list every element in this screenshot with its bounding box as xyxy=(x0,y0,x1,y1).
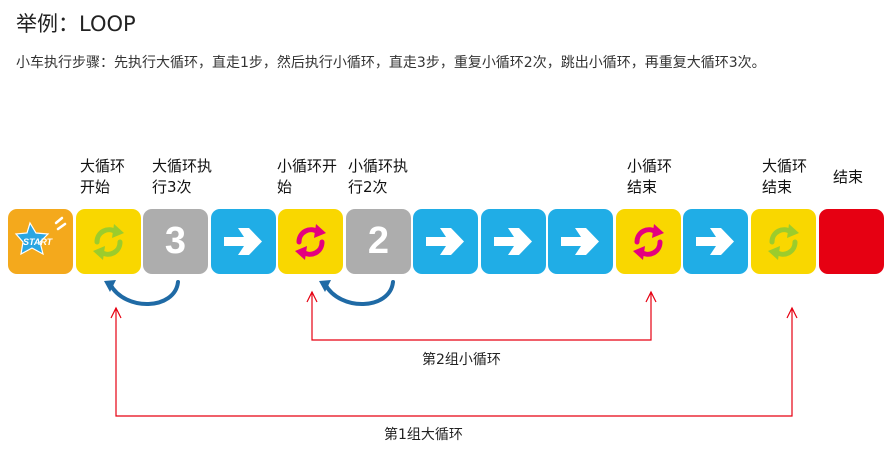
curved-arrow-big-loop xyxy=(104,280,180,306)
label-big-loop-start: 大循环 开始 xyxy=(80,157,126,196)
big-loop-start-block[interactable] xyxy=(76,209,141,274)
move-forward-block-5[interactable] xyxy=(683,209,748,274)
loop-arrows-icon xyxy=(633,224,664,260)
arrow-right-icon xyxy=(426,228,464,255)
big-loop-group-label: 第1组大循环 xyxy=(384,427,463,443)
small-loop-start-block[interactable] xyxy=(278,209,343,274)
small-loop-count-value: 2 xyxy=(367,220,390,262)
label-end: 结束 xyxy=(833,168,864,186)
label-small-loop-count: 小循环执 行2次 xyxy=(348,157,409,196)
small-loop-end-block[interactable] xyxy=(616,209,681,274)
start-star-icon xyxy=(14,216,67,256)
start-block[interactable]: START xyxy=(8,209,73,274)
loop-arrows-icon xyxy=(768,224,799,260)
big-loop-count-block[interactable]: 3 xyxy=(143,209,208,274)
label-big-loop-count: 大循环执 行3次 xyxy=(152,157,213,196)
big-loop-bracket xyxy=(110,306,798,417)
arrow-right-icon xyxy=(696,228,734,255)
steps-description: 小车执行步骤：先执行大循环，直走1步，然后执行小循环，直走3步，重复小循环2次，… xyxy=(16,55,766,71)
page-title: 举例：LOOP xyxy=(16,12,136,36)
loop-arrows-icon xyxy=(93,224,124,260)
start-label: START xyxy=(23,237,53,247)
move-forward-block-2[interactable] xyxy=(413,209,478,274)
big-loop-count-value: 3 xyxy=(164,220,187,262)
arrow-right-icon xyxy=(494,228,532,255)
move-forward-block-3[interactable] xyxy=(481,209,546,274)
label-small-loop-end: 小循环 结束 xyxy=(627,157,673,196)
small-loop-count-block[interactable]: 2 xyxy=(346,209,411,274)
small-loop-bracket xyxy=(306,290,657,341)
loop-arrows-icon xyxy=(295,224,326,260)
move-forward-block-4[interactable] xyxy=(548,209,613,274)
small-loop-group-label: 第2组小循环 xyxy=(422,352,501,368)
end-block[interactable] xyxy=(819,209,884,274)
label-big-loop-end: 大循环 结束 xyxy=(762,157,808,196)
curved-arrow-small-loop xyxy=(319,280,395,306)
arrow-right-icon xyxy=(561,228,599,255)
move-forward-block-1[interactable] xyxy=(211,209,276,274)
big-loop-end-block[interactable] xyxy=(751,209,816,274)
arrow-right-icon xyxy=(224,228,262,255)
label-small-loop-start: 小循环开 始 xyxy=(277,157,338,196)
